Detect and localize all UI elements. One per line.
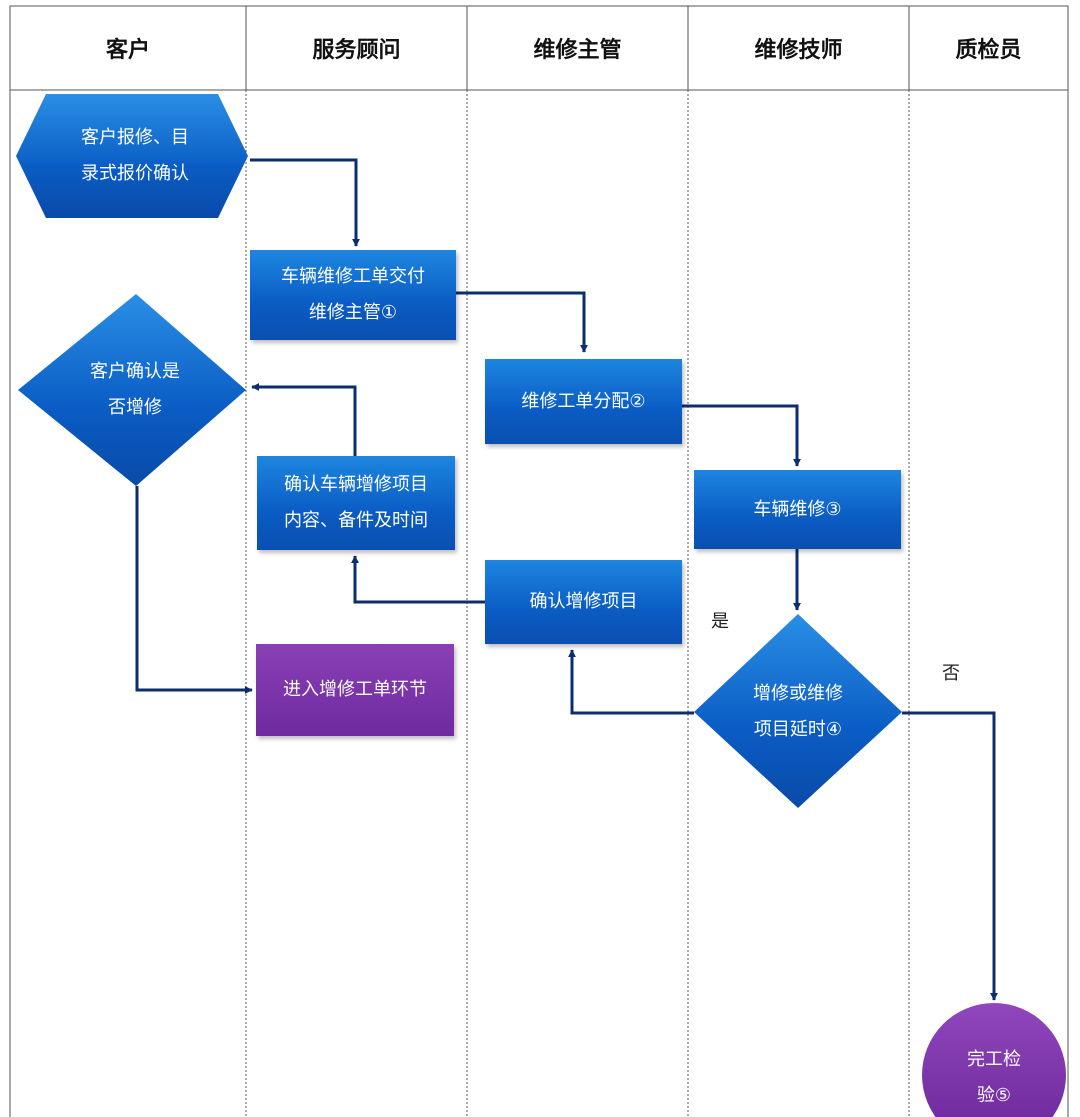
lane-header-repair-supervisor: 维修主管 xyxy=(533,38,622,63)
lane-header-service-advisor: 服务顾问 xyxy=(312,38,401,63)
arrow-confirm-to-advisor xyxy=(351,555,485,604)
work-order-handover-node: 车辆维修工单交付 维修主管① xyxy=(250,250,456,340)
confirm-additional-items-node: 确认车辆增修项目 内容、备件及时间 xyxy=(257,456,455,550)
completion-inspection-node: 完工检 验⑤ xyxy=(934,1040,1054,1116)
arrow-customer-decision-to-additional-order xyxy=(135,486,253,694)
enter-additional-order-node: 进入增修工单环节 xyxy=(256,644,454,736)
circle-shape-inspection xyxy=(922,1003,1066,1117)
customer-confirm-decision-text: 客户确认是 否增修 xyxy=(90,361,180,418)
customer-repair-node: 客户报修、目 录式报价确认 xyxy=(40,100,230,212)
edge-label-no: 否 xyxy=(942,663,960,684)
lane-header-quality-inspector: 质检员 xyxy=(955,38,1022,63)
hexagon-shape xyxy=(16,94,248,218)
confirm-additional-items-text: 确认车辆增修项目 内容、备件及时间 xyxy=(284,474,428,531)
work-order-assign-node: 维修工单分配② xyxy=(485,359,682,444)
lane-header-repair-technician: 维修技师 xyxy=(754,38,843,63)
confirm-additional-repair-text: 确认增修项目 xyxy=(529,591,638,612)
work-order-assign-text: 维修工单分配② xyxy=(521,390,646,412)
work-order-handover-text: 车辆维修工单交付 维修主管① xyxy=(281,266,425,323)
arrow-handover-to-assign xyxy=(456,291,588,353)
diamond-shape-delay xyxy=(694,614,902,808)
arrow-assign-to-repair xyxy=(682,404,801,467)
arrow-decision-no-to-inspection xyxy=(902,711,998,1001)
arrow-advisor-to-customer-decision xyxy=(251,383,357,456)
vehicle-repair-node: 车辆维修③ xyxy=(694,470,901,549)
lane-header-customer: 客户 xyxy=(105,38,150,63)
vehicle-repair-text: 车辆维修③ xyxy=(753,498,842,520)
arrow-decision-yes-to-confirm xyxy=(568,649,694,715)
diamond-shape-customer xyxy=(18,294,246,486)
edge-label-yes: 是 xyxy=(711,611,729,632)
confirm-additional-repair-node: 确认增修项目 xyxy=(485,560,682,644)
arrow-repair-to-handover xyxy=(250,158,360,247)
delay-decision-text: 增修或维修 项目延时④ xyxy=(753,683,843,740)
connectors xyxy=(135,158,998,1001)
completion-inspection-text: 完工检 验⑤ xyxy=(967,1049,1021,1106)
customer-repair-text: 客户报修、目 录式报价确认 xyxy=(81,127,189,184)
customer-confirm-decision-node: 客户确认是 否增修 xyxy=(60,350,210,430)
enter-additional-order-text: 进入增修工单环节 xyxy=(283,679,427,700)
delay-decision-node: 增修或维修 项目延时④ xyxy=(728,672,868,752)
